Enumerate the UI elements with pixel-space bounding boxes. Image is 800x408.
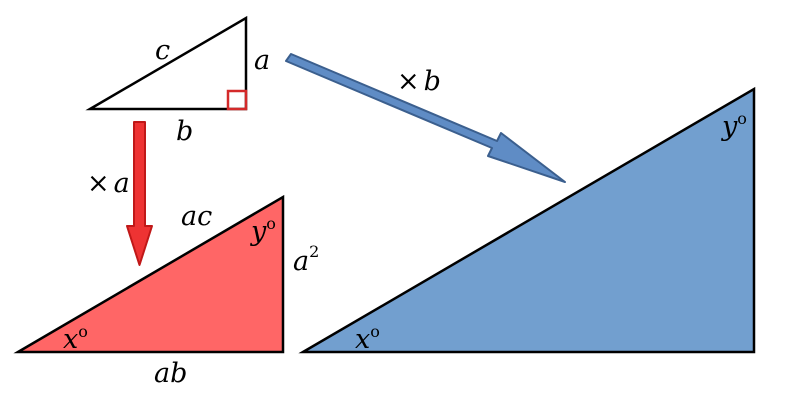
times-sign: × (397, 66, 420, 97)
blue-arrow-factor: b (424, 66, 441, 97)
degree-sign: o (737, 109, 747, 128)
degree-sign: o (266, 214, 276, 233)
angle-y-var: y (250, 216, 267, 247)
blue-scale-arrow (285, 53, 566, 183)
small-side-b-label: b (176, 116, 193, 147)
degree-sign: o (78, 322, 88, 341)
right-angle-marker (226, 89, 248, 111)
small-side-a-label: a (254, 45, 270, 76)
red-bottom-label: ab (154, 358, 187, 389)
red-scale-arrow (126, 121, 153, 266)
blue-angle-y-label: yo (721, 109, 747, 142)
red-angle-y-label: yo (250, 214, 276, 247)
red-leg-base: a (293, 246, 309, 277)
small-side-c-label: c (155, 35, 170, 66)
angle-y-var: y (721, 111, 738, 142)
blue-arrow-label: ×b (397, 66, 441, 97)
blue-triangle (298, 86, 756, 354)
red-arrow-label: ×a (87, 168, 130, 199)
red-leg-exponent: 2 (309, 242, 319, 261)
red-hyp-label: ac (181, 201, 212, 232)
times-sign: × (87, 168, 110, 199)
angle-x-var: x (63, 324, 78, 355)
red-arrow-factor: a (114, 168, 130, 199)
degree-sign: o (370, 322, 380, 341)
blue-angle-x-label: xo (355, 322, 380, 355)
small-triangle (85, 15, 248, 111)
red-angle-x-label: xo (63, 322, 88, 355)
red-triangle (13, 194, 285, 354)
red-leg-label: a2 (293, 242, 319, 277)
angle-x-var: x (355, 324, 370, 355)
